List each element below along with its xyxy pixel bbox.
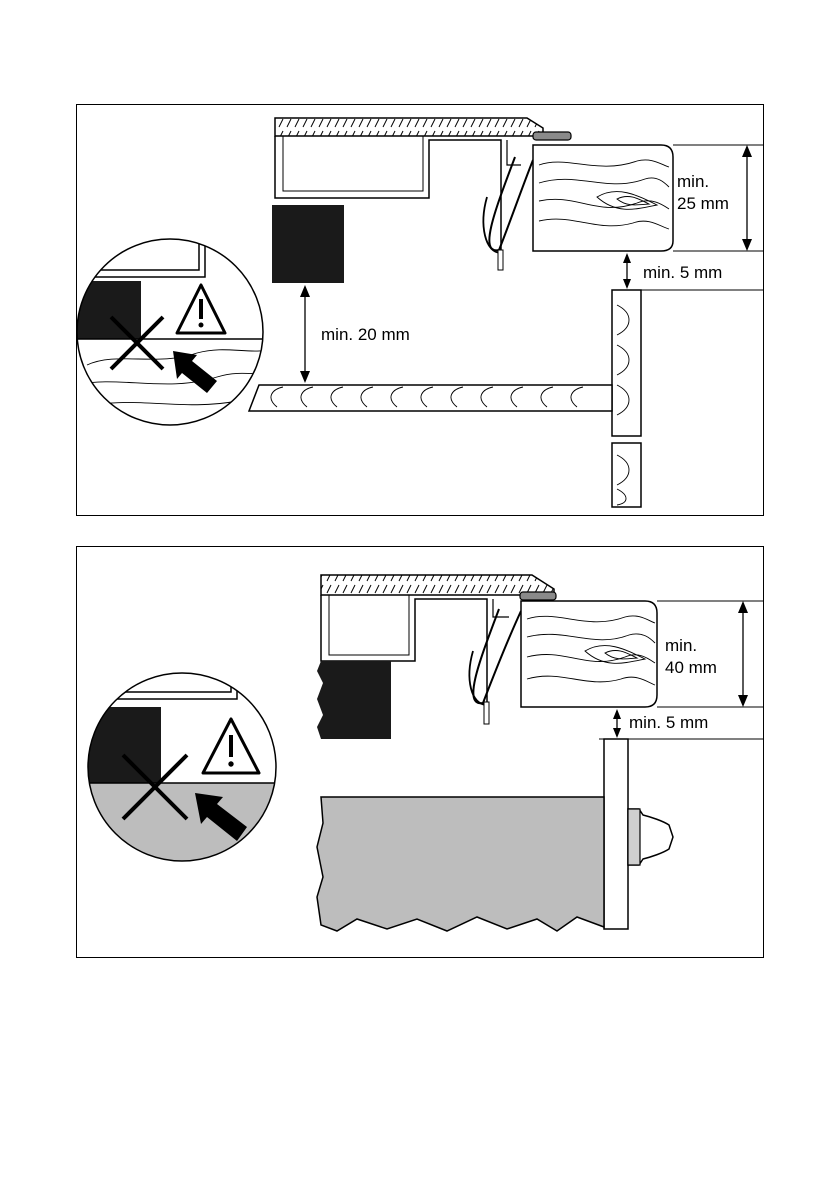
label-thickness: 25 mm xyxy=(677,194,729,213)
label-thickness: 40 mm xyxy=(665,658,717,677)
cabinet-side-panel xyxy=(612,290,641,507)
diagram-bottom-svg: min. 40 mm min. 5 mm xyxy=(77,547,764,957)
mounting-clip-pin xyxy=(484,702,489,724)
shelf-board xyxy=(249,385,612,411)
detail-circle-wrong xyxy=(77,657,287,883)
hob-bracket xyxy=(493,599,509,617)
appliance-casing-block xyxy=(317,661,391,739)
detail-circle-wrong xyxy=(77,235,277,439)
mounting-clip-pin xyxy=(498,250,503,270)
appliance-casing-block xyxy=(272,205,344,283)
worktop-wood xyxy=(521,601,657,707)
installation-diagram-min-40mm: min. 40 mm min. 5 mm xyxy=(76,546,764,958)
label-gap-worktop: min. 5 mm xyxy=(643,263,722,282)
label-min: min. xyxy=(665,636,697,655)
hob-inner-line xyxy=(329,595,409,655)
hob-glass-top xyxy=(321,575,554,595)
mounting-clip-spring xyxy=(489,157,533,250)
label-gap-worktop: min. 5 mm xyxy=(629,713,708,732)
hob-glass-top xyxy=(275,118,543,136)
diagram-top-svg: min. 25 mm min. 5 mm min. 20 mm xyxy=(77,105,764,515)
label-gap-appliance: min. 20 mm xyxy=(321,325,410,344)
hob-inner-line xyxy=(283,136,423,191)
mounting-clip-spring xyxy=(473,609,521,703)
drawer-body xyxy=(317,797,604,931)
installation-diagram-min-25mm: min. 25 mm min. 5 mm min. 20 mm xyxy=(76,104,764,516)
drawer-front-panel xyxy=(604,739,628,929)
label-min: min. xyxy=(677,172,709,191)
worktop-wood xyxy=(533,145,673,251)
hob-trim-strip xyxy=(520,592,556,600)
hob-trim-strip xyxy=(533,132,571,140)
